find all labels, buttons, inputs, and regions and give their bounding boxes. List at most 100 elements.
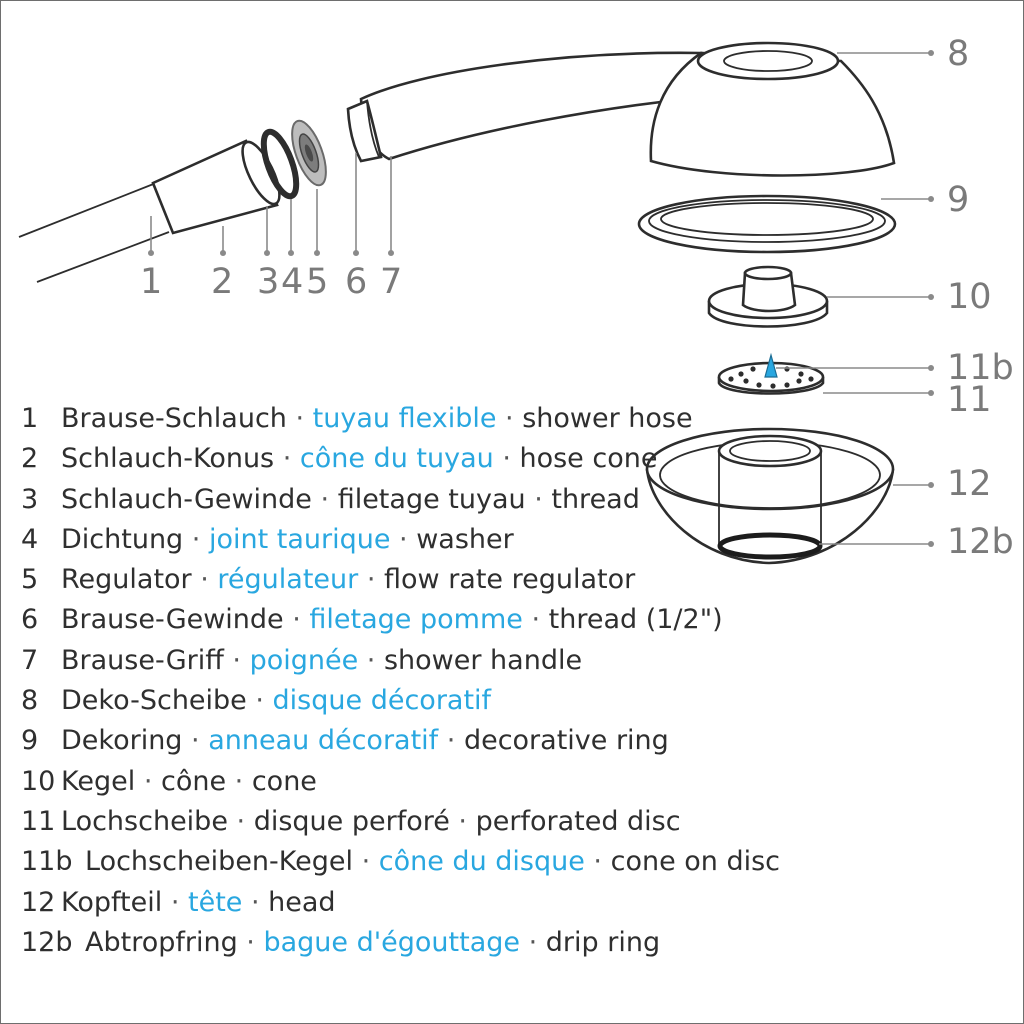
legend-num: 1 [21,403,39,434]
legend-german: Abtropfring [85,926,238,958]
legend-num: 2 [21,443,39,475]
legend-french: filetage tuyau [337,483,526,515]
callout-3: 3 [257,262,279,302]
legend-german: Dichtung [61,523,184,555]
legend-english: cone on disc [610,846,781,878]
legend-french: tuyau flexible [312,403,497,434]
legend-french: disque perforé [253,805,450,837]
part-washer [260,128,300,200]
callout-9: 9 [947,180,969,220]
part-shower-handle [346,51,708,163]
callout-1: 1 [140,262,162,302]
legend-english: flow rate regulator [384,564,636,596]
legend-german: Kegel [61,765,136,797]
legend-french: cône [160,765,227,797]
legend-french: cône du disque [378,846,585,878]
callout-2: 2 [211,262,233,302]
legend-french: régulateur [217,564,359,596]
legend-num: 10 [21,765,56,797]
part-shower-hose [18,182,170,283]
legend-german: Kopfteil [61,886,163,918]
callout-numbers: 1 2 3 4 5 6 7 8 9 10 11b 11 12 12b [140,34,1014,562]
legend-english: head [268,886,336,918]
legend-german: Brause-Griff [61,644,224,676]
legend-num: 9 [21,725,39,757]
legend-french: disque décoratif [272,685,492,717]
legend-german: Brause-Gewinde [61,604,284,636]
callout-11: 11 [947,380,992,420]
legend-num: 5 [21,564,39,596]
legend-english: decorative ring [463,725,669,757]
legend-num: 4 [21,523,39,555]
part-drip-ring [717,532,823,560]
legend-num: 7 [21,644,39,676]
legend-num: 12b [21,926,73,958]
part-head [645,427,895,565]
part-flow-regulator [291,119,327,187]
disc-holes [728,366,814,389]
legend-num: 11 [21,805,56,837]
legend-num: 11b [21,846,73,878]
part-hose-cone [151,139,281,235]
legend-german: Regulator [61,564,192,596]
legend-english: hose cone [519,443,658,475]
callout-8: 8 [947,34,969,74]
legend-english: washer [416,523,514,555]
legend-english: perforated disc [475,805,681,837]
part-cone-on-disc [764,352,778,378]
legend-german: Dekoring [61,725,183,757]
legend-german: Brause-Schlauch [61,403,287,434]
callout-6: 6 [345,262,367,302]
legend-french: anneau décoratif [208,725,439,757]
legend-english: thread (1/2") [548,604,723,636]
legend-num: 12 [21,886,56,918]
part-cone [707,265,829,328]
callout-5: 5 [306,262,328,302]
legend-german: Schlauch-Konus [61,443,275,475]
callout-12b: 12b [947,522,1014,562]
callout-leaders [148,50,934,547]
callout-11b: 11b [947,348,1014,388]
callout-7: 7 [380,262,402,302]
legend-german: Lochscheibe [61,805,228,837]
legend-english: cone [251,765,317,797]
legend-french: joint taurique [208,523,391,555]
legend-english: thread [551,483,640,515]
part-decorative-ring [637,194,897,254]
callout-4: 4 [281,262,303,302]
legend-german: Deko-Scheibe [61,685,247,717]
callout-12: 12 [947,464,992,504]
legend-num: 8 [21,685,39,717]
legend-french: cône du tuyau [299,443,494,475]
callout-10: 10 [947,277,992,317]
legend-english: drip ring [545,926,661,958]
legend-german: Lochscheiben-Kegel [85,846,354,878]
legend-english: shower hose [522,403,693,434]
legend-num: 3 [21,483,39,515]
legend-german: Schlauch-Gewinde [61,483,312,515]
legend-english: shower handle [383,644,583,676]
legend-french: bague d'égouttage [263,926,521,958]
legend-french: filetage pomme [309,604,523,636]
part-head-body [649,51,896,177]
part-decorative-disc [696,41,840,81]
legend-num: 6 [21,604,39,636]
legend-french: poignée [249,644,359,676]
